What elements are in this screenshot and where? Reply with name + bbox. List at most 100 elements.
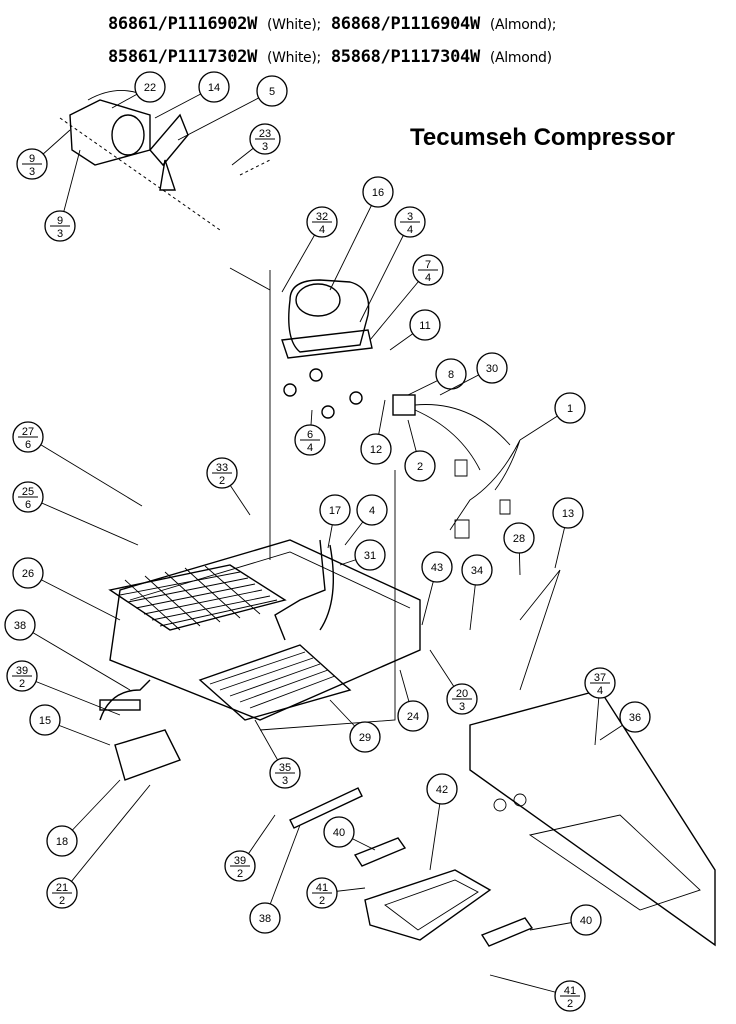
callout-c27: 276 — [12, 421, 143, 507]
relay-and-overload — [392, 394, 511, 515]
leader-line — [61, 784, 151, 894]
callout-number: 42 — [436, 784, 448, 796]
callout-number: 24 — [407, 711, 419, 723]
callout-circle — [198, 71, 230, 103]
callout-circle — [619, 701, 651, 733]
callout-c6: 64 — [294, 409, 326, 456]
compressor — [281, 279, 373, 359]
model-number: 86861/P1116902W — [108, 14, 258, 34]
callout-c3: 34 — [359, 206, 426, 323]
callout-quantity: 2 — [237, 868, 243, 880]
model-color: (White); — [266, 17, 321, 33]
callout-circle — [570, 904, 602, 936]
callout-c42: 42 — [426, 773, 458, 871]
callout-quantity: 2 — [567, 998, 573, 1010]
callout-quantity: 6 — [25, 439, 31, 451]
callout-c39a: 392 — [6, 660, 121, 716]
callout-circle — [249, 902, 281, 934]
callout-c29: 29 — [329, 699, 381, 753]
callout-circle — [362, 176, 394, 208]
callout-number: 7 — [425, 259, 431, 271]
harness — [449, 439, 521, 539]
callout-number: 38 — [259, 913, 271, 925]
header-line-2: 85861/P1117302W (White); 85868/P1117304W… — [108, 47, 552, 67]
callout-quantity: 3 — [282, 775, 288, 787]
drain-tray-coil — [198, 644, 352, 721]
callout-circle — [360, 433, 392, 465]
callout-circle — [29, 704, 61, 736]
callout-c40b: 40 — [529, 904, 602, 936]
model-color: (Almond); — [489, 17, 557, 33]
callout-quantity: 2 — [19, 678, 25, 690]
callout-circle — [426, 773, 458, 805]
callout-c15: 15 — [29, 704, 111, 746]
callout-number: 22 — [144, 82, 156, 94]
callout-number: 17 — [329, 505, 341, 517]
diagram-subtitle: Tecumseh Compressor — [410, 124, 675, 151]
callout-circle — [397, 700, 429, 732]
callout-c9b: 93 — [44, 149, 81, 242]
callout-circle — [12, 557, 44, 589]
capillary — [99, 679, 151, 721]
callout-quantity: 3 — [29, 166, 35, 178]
callout-c35: 353 — [254, 719, 301, 789]
callout-circle — [4, 609, 36, 641]
control-panel — [469, 689, 716, 947]
callout-number: 41 — [316, 882, 328, 894]
model-color: (White); — [266, 50, 321, 66]
defrost-heater — [114, 729, 181, 781]
callout-number: 26 — [22, 568, 34, 580]
callout-number: 41 — [564, 985, 576, 997]
callout-number: 13 — [562, 508, 574, 520]
callout-c5: 5 — [177, 75, 288, 141]
condenser-fan-motor — [69, 90, 189, 191]
callout-number: 3 — [407, 211, 413, 223]
callout-circle — [256, 75, 288, 107]
callout-c41a: 412 — [306, 877, 366, 909]
callout-number: 38 — [14, 620, 26, 632]
callout-number: 25 — [22, 486, 34, 498]
callout-c22: 22 — [111, 71, 166, 109]
leader-line — [27, 572, 121, 621]
callout-c12: 12 — [360, 399, 392, 465]
callout-number: 30 — [486, 363, 498, 375]
callout-c34: 34 — [461, 554, 493, 631]
callout-quantity: 3 — [57, 228, 63, 240]
callout-quantity: 4 — [597, 685, 603, 697]
callout-c36: 36 — [599, 701, 651, 741]
callout-number: 2 — [417, 461, 423, 473]
callout-circle — [461, 554, 493, 586]
callout-circle — [46, 825, 78, 857]
callout-number: 43 — [431, 562, 443, 574]
model-number: 85868/P1117304W — [330, 47, 480, 67]
callout-c30: 30 — [439, 352, 508, 396]
callout-number: 29 — [359, 732, 371, 744]
callout-quantity: 6 — [25, 499, 31, 511]
model-number: 85861/P1117302W — [108, 47, 258, 67]
callout-number: 39 — [234, 855, 246, 867]
callout-number: 31 — [364, 550, 376, 562]
callout-number: 37 — [594, 672, 606, 684]
callout-number: 21 — [56, 882, 68, 894]
callout-c16: 16 — [329, 176, 394, 291]
leader-line — [19, 624, 131, 691]
callout-number: 40 — [333, 827, 345, 839]
callout-c14: 14 — [154, 71, 230, 119]
callout-number: 35 — [279, 762, 291, 774]
callout-circle — [552, 497, 584, 529]
callout-number: 27 — [22, 426, 34, 438]
leader-line — [177, 90, 273, 141]
callout-number: 40 — [580, 915, 592, 927]
callout-quantity: 2 — [59, 895, 65, 907]
callout-quantity: 3 — [262, 141, 268, 153]
callout-quantity: 4 — [407, 224, 413, 236]
callout-quantity: 2 — [319, 895, 325, 907]
callout-c17: 17 — [319, 494, 351, 549]
model-color: (Almond) — [489, 50, 552, 66]
callout-c37: 374 — [584, 667, 616, 746]
callout-number: 1 — [567, 403, 573, 415]
leader-line — [329, 191, 379, 291]
callout-c38a: 38 — [4, 609, 131, 691]
